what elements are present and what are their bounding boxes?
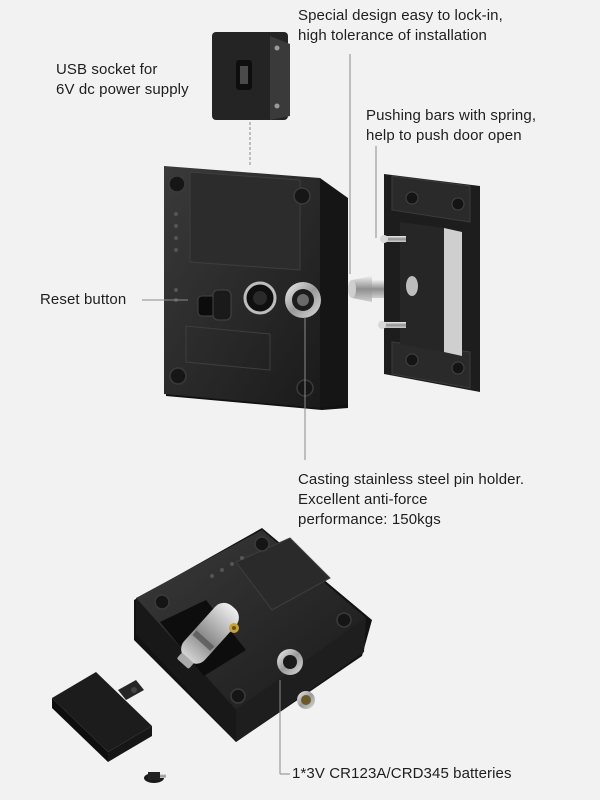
batteries-label-line-1: 1*3V CR123A/CRD345 batteries — [292, 765, 512, 782]
special-design-label: Special design easy to lock-in, high tol… — [298, 6, 503, 46]
usb-socket-label-line-1: USB socket for — [56, 61, 158, 78]
pin-holder-label-line-2: Excellent anti-force — [298, 491, 428, 508]
pushing-bars-label-line-2: help to push door open — [366, 127, 522, 144]
battery-cover — [52, 672, 152, 762]
battery-lock-body — [134, 528, 372, 742]
usb-socket-label: USB socket for 6V dc power supply — [56, 60, 189, 100]
leader-lines — [142, 54, 377, 775]
special-design-label-line-1: Special design easy to lock-in, — [298, 7, 503, 24]
main-lock-body — [164, 166, 348, 410]
pushing-bars-label-line-1: Pushing bars with spring, — [366, 107, 537, 124]
batteries-label: 1*3V CR123A/CRD345 batteries — [292, 764, 512, 784]
pushing-bars-label: Pushing bars with spring, help to push d… — [366, 106, 536, 146]
screw — [144, 772, 166, 783]
usb-socket-closeup — [212, 32, 290, 120]
pin-holder-label-line-3: performance: 150kgs — [298, 511, 441, 528]
pin-holder-label: Casting stainless steel pin holder. Exce… — [298, 470, 524, 530]
pin-holder-label-line-1: Casting stainless steel pin holder. — [298, 471, 525, 488]
pushing-bar-bracket — [378, 174, 480, 392]
usb-socket-label-line-2: 6V dc power supply — [56, 81, 189, 98]
reset-button-label: Reset button — [40, 290, 126, 310]
special-design-label-line-2: high tolerance of installation — [298, 27, 487, 44]
reset-button-label-line-1: Reset button — [40, 291, 127, 308]
